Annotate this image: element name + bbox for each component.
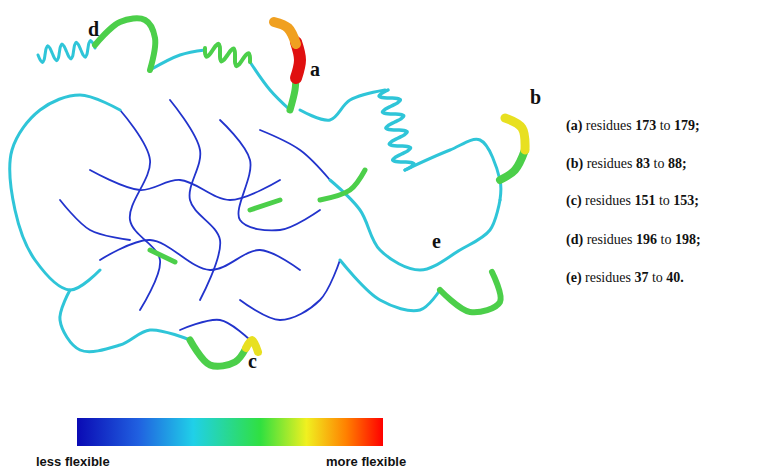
site-letter: d bbox=[88, 18, 99, 41]
protein-backbone bbox=[10, 18, 525, 366]
backbone-segment bbox=[379, 90, 414, 170]
backbone-segment bbox=[440, 272, 501, 312]
backbone-segment bbox=[60, 200, 130, 240]
backbone-segment bbox=[190, 340, 246, 366]
backbone-segment bbox=[100, 240, 300, 270]
backbone-segment bbox=[260, 130, 330, 180]
backbone-segment bbox=[60, 290, 190, 352]
backbone-segment bbox=[250, 62, 290, 110]
backbone-segment bbox=[300, 90, 385, 120]
residue-range: (e) residues 37 to 40. bbox=[566, 270, 684, 286]
backbone-segment bbox=[330, 180, 500, 270]
residue-range: (c) residues 151 to 153; bbox=[566, 193, 699, 209]
residue-range: (a) residues 173 to 179; bbox=[566, 118, 700, 134]
scale-label: less flexible bbox=[36, 454, 110, 469]
backbone-segment bbox=[120, 110, 160, 310]
backbone-segment bbox=[274, 22, 296, 44]
site-letter: e bbox=[432, 230, 441, 253]
backbone-segment bbox=[220, 120, 320, 230]
backbone-segment bbox=[90, 170, 280, 200]
backbone-segment bbox=[250, 200, 280, 210]
backbone-segment bbox=[38, 40, 95, 62]
backbone-segment bbox=[320, 170, 365, 200]
backbone-segment bbox=[150, 250, 175, 262]
backbone-segment bbox=[340, 260, 440, 311]
flexibility-color-bar bbox=[77, 418, 383, 446]
scale-label: more flexible bbox=[326, 454, 406, 469]
site-letter: c bbox=[248, 350, 257, 373]
residue-range: (b) residues 83 to 88; bbox=[566, 156, 687, 172]
backbone-segment bbox=[150, 50, 205, 70]
backbone-segment bbox=[240, 260, 340, 320]
site-letter: b bbox=[530, 86, 541, 109]
backbone-segment bbox=[95, 18, 155, 70]
backbone-segment bbox=[405, 139, 501, 200]
residue-range: (d) residues 196 to 198; bbox=[566, 232, 701, 248]
backbone-segment bbox=[205, 44, 250, 66]
backbone-segment bbox=[500, 150, 525, 180]
backbone-segment bbox=[505, 118, 525, 150]
site-letter: a bbox=[310, 58, 320, 81]
backbone-segment bbox=[10, 95, 120, 290]
